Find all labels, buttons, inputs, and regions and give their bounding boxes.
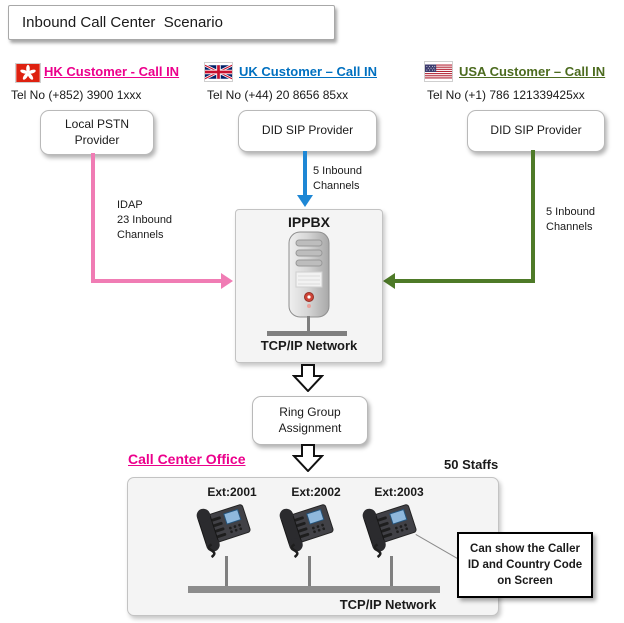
- pink-arrow-hline: [91, 279, 222, 283]
- flow-arrow-1-icon: [292, 364, 324, 392]
- uk-flag-icon: [204, 62, 233, 82]
- phone-stem-1: [225, 556, 228, 587]
- blue-arrowhead-icon: [297, 195, 313, 207]
- office-panel: Ext:2001 Ext:2002 Ext:2003: [127, 477, 499, 616]
- blue-arrow-line: [303, 151, 307, 197]
- blue-channel-label: 5 Inbound Channels: [313, 165, 362, 192]
- page-title: Inbound Call Center Scenario: [8, 5, 335, 40]
- phone-icon-1: [196, 504, 251, 558]
- ring-group-box: Ring Group Assignment: [252, 396, 368, 445]
- green-arrowhead-icon: [383, 273, 395, 289]
- pink-arrowhead-icon: [221, 273, 233, 289]
- local-pstn-provider-box: Local PSTN Provider: [40, 110, 154, 155]
- extension-label-1: Ext:2001: [207, 485, 257, 499]
- usa-customer-tel: Tel No (+1) 786 121339425xx: [427, 88, 585, 102]
- extension-label-3: Ext:2003: [374, 485, 424, 499]
- extension-label-2: Ext:2002: [291, 485, 341, 499]
- server-icon: [288, 231, 330, 318]
- staff-count-label: 50 Staffs: [444, 457, 499, 472]
- did-sip-provider-uk-box: DID SIP Provider: [238, 110, 377, 152]
- green-arrow-vline: [531, 150, 535, 283]
- call-center-office-heading: Call Center Office: [128, 451, 246, 467]
- phone-icon-3: [362, 504, 417, 558]
- caller-id-callout: Can show the Caller ID and Country Code …: [457, 532, 593, 598]
- did-sip-provider-usa-box: DID SIP Provider: [467, 110, 605, 152]
- office-network-bar: [188, 586, 440, 593]
- hk-customer-heading: HK Customer - Call IN: [44, 64, 180, 79]
- hk-customer-tel: Tel No (+852) 3900 1xxx: [11, 88, 142, 102]
- flow-arrow-2-icon: [292, 444, 324, 472]
- ippbx-panel: IPPBX TCP/IP Network: [235, 209, 383, 363]
- server-stem: [307, 316, 310, 333]
- uk-customer-tel: Tel No (+44) 20 8656 85xx: [207, 88, 349, 102]
- uk-customer-heading: UK Customer – Call IN: [239, 64, 377, 79]
- usa-customer-heading: USA Customer – Call IN: [459, 64, 606, 79]
- ippbx-network-bar: [267, 331, 347, 336]
- green-arrow-hline: [394, 279, 535, 283]
- green-channel-label: 5 Inbound Channels: [546, 206, 595, 233]
- pink-arrow-vline: [91, 153, 95, 283]
- phone-icon-2: [279, 504, 334, 558]
- pink-channel-label: IDAP 23 Inbound Channels: [117, 199, 173, 241]
- office-network-label: TCP/IP Network: [339, 597, 437, 612]
- phone-stem-2: [308, 556, 311, 587]
- usa-flag-icon: [424, 61, 453, 82]
- ippbx-title: IPPBX: [287, 214, 330, 230]
- ippbx-network-label: TCP/IP Network: [260, 338, 358, 353]
- hk-flag-icon: [15, 63, 41, 83]
- phone-stem-3: [390, 556, 393, 587]
